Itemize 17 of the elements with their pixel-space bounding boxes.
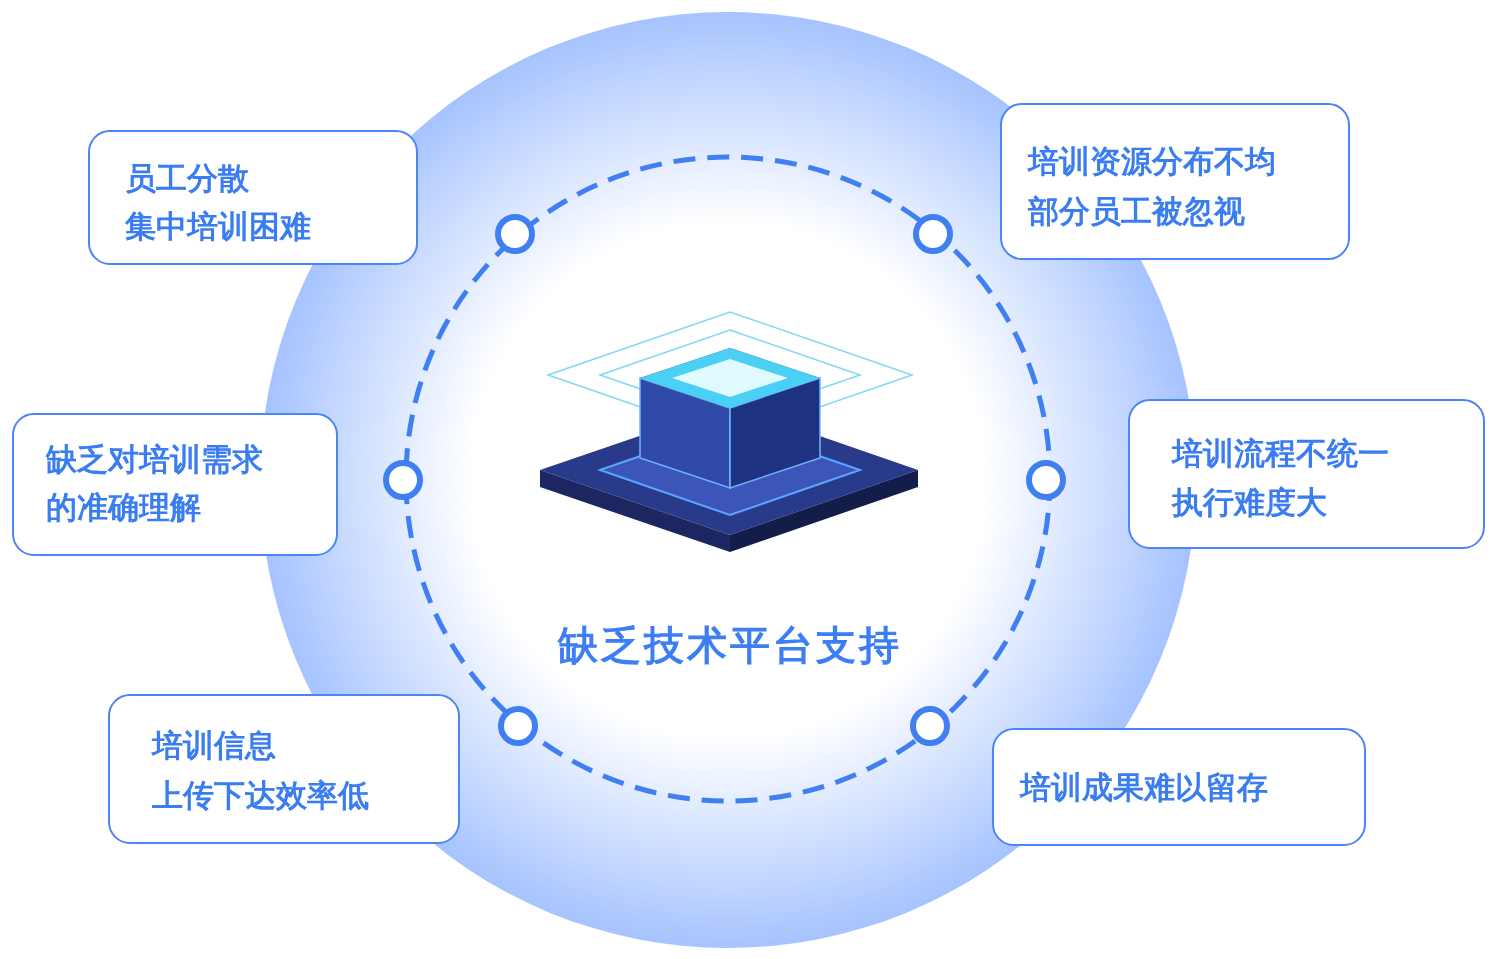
box-text: 培训成果难以留存: [1019, 767, 1268, 807]
text-box: [88, 130, 418, 265]
box-text: 缺乏对培训需求的准确理解: [45, 439, 264, 527]
text-box: [1128, 399, 1485, 549]
box-text: 部分员工被忽视: [1027, 191, 1245, 231]
box-text: 执行难度大: [1171, 482, 1327, 522]
center-title: 缺乏技术平台支持: [558, 621, 902, 670]
text-box: [992, 728, 1366, 846]
box-text: 培训流程不统一: [1171, 433, 1389, 473]
box-text: 上传下达效率低: [151, 775, 369, 815]
text-box: [1000, 103, 1350, 260]
text-box: [12, 413, 338, 556]
box-text: 员工分散: [124, 158, 249, 198]
box-text: 培训信息: [151, 725, 276, 765]
text-box: [108, 694, 460, 844]
box-text: 培训资源分布不均: [1027, 141, 1276, 181]
box-text: 集中培训困难: [124, 206, 311, 246]
